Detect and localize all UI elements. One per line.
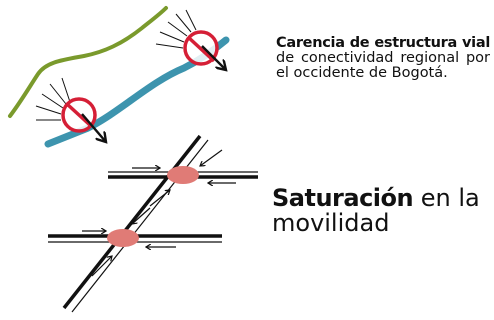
caption-road-structure: Carencia de estructura vial de conectivi… [276, 36, 490, 81]
caption-mobility-bold: Saturación [272, 184, 414, 212]
congestion-node-lower [107, 229, 139, 247]
prohibited-sign-upper [183, 30, 226, 70]
caption-mobility-text: en la movilidad [272, 184, 480, 237]
congestion-node-upper [167, 166, 199, 184]
diagonal-road [62, 134, 209, 313]
pressure-rays-upper [155, 9, 197, 49]
inflow-arrows-lower [82, 207, 176, 277]
boundary-line [8, 6, 168, 118]
prohibited-sign-lower [61, 97, 106, 142]
caption-road-structure-bold: Carencia de estructura vial [276, 35, 490, 51]
pressure-rays-lower [35, 77, 71, 121]
inflow-arrows-upper [132, 149, 236, 207]
caption-road-structure-text: de conectividad regional por el occident… [276, 50, 490, 81]
caption-mobility-saturation: Saturación en la movilidad [272, 186, 492, 236]
